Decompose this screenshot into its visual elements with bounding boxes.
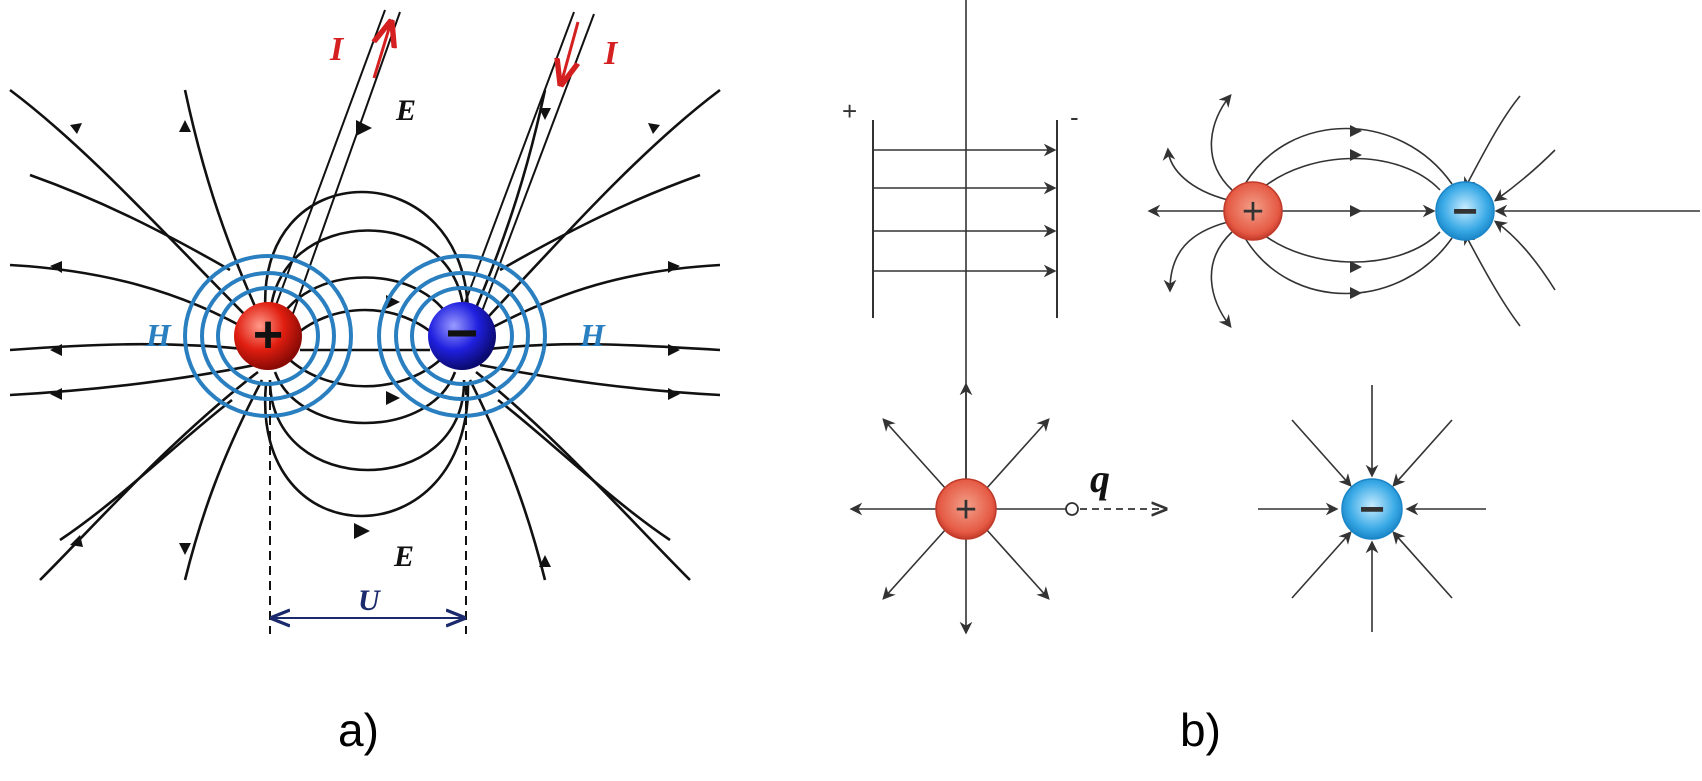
field-label-bottom: E [393, 540, 414, 573]
plate-positive-sign: + [842, 96, 857, 126]
electric-field-lines [9, 88, 721, 581]
magnetic-label-left: H [145, 317, 172, 353]
current-label-right: I [603, 35, 619, 72]
panel-a-label: a) [338, 704, 379, 756]
current-arrow-right [561, 21, 578, 84]
dipole-positive-charge [1223, 181, 1283, 241]
dipole-negative-sign: − [1452, 187, 1478, 236]
plate-negative-sign: - [1070, 102, 1079, 132]
dipole-negative-charge [1435, 181, 1495, 241]
magnetic-label-right: H [579, 317, 606, 353]
current-label-left: I [329, 31, 345, 68]
single-negative-charge [1341, 478, 1403, 540]
panel-b-label: b) [1180, 704, 1221, 756]
single-negative-field: − [1258, 385, 1486, 632]
magnetic-rings-right [377, 254, 547, 418]
positive-charge-sign: + [253, 306, 283, 364]
test-charge [1065, 502, 1079, 516]
test-charge-label: q [1090, 456, 1110, 501]
dipole-positive-sign: + [1242, 191, 1264, 233]
current-arrow-left [374, 22, 391, 79]
panel-b-diagram: + - [842, 0, 1700, 756]
panel-a-diagram: I I [9, 9, 721, 756]
magnetic-rings-left [183, 254, 353, 418]
single-negative-sign: − [1359, 485, 1385, 534]
negative-charge [428, 302, 496, 370]
parallel-plates: + - [842, 96, 1079, 318]
negative-charge-sign: − [446, 301, 479, 364]
single-positive-field: + q [849, 0, 1166, 635]
field-arrowheads [50, 108, 680, 567]
field-label-top: E [395, 94, 416, 127]
single-positive-sign: + [955, 489, 977, 531]
positive-charge [234, 302, 302, 370]
dipole-arrowheads [1350, 125, 1362, 299]
voltage-label: U [358, 584, 381, 617]
dipole-field: + − [1147, 94, 1700, 329]
single-positive-charge [935, 478, 997, 540]
